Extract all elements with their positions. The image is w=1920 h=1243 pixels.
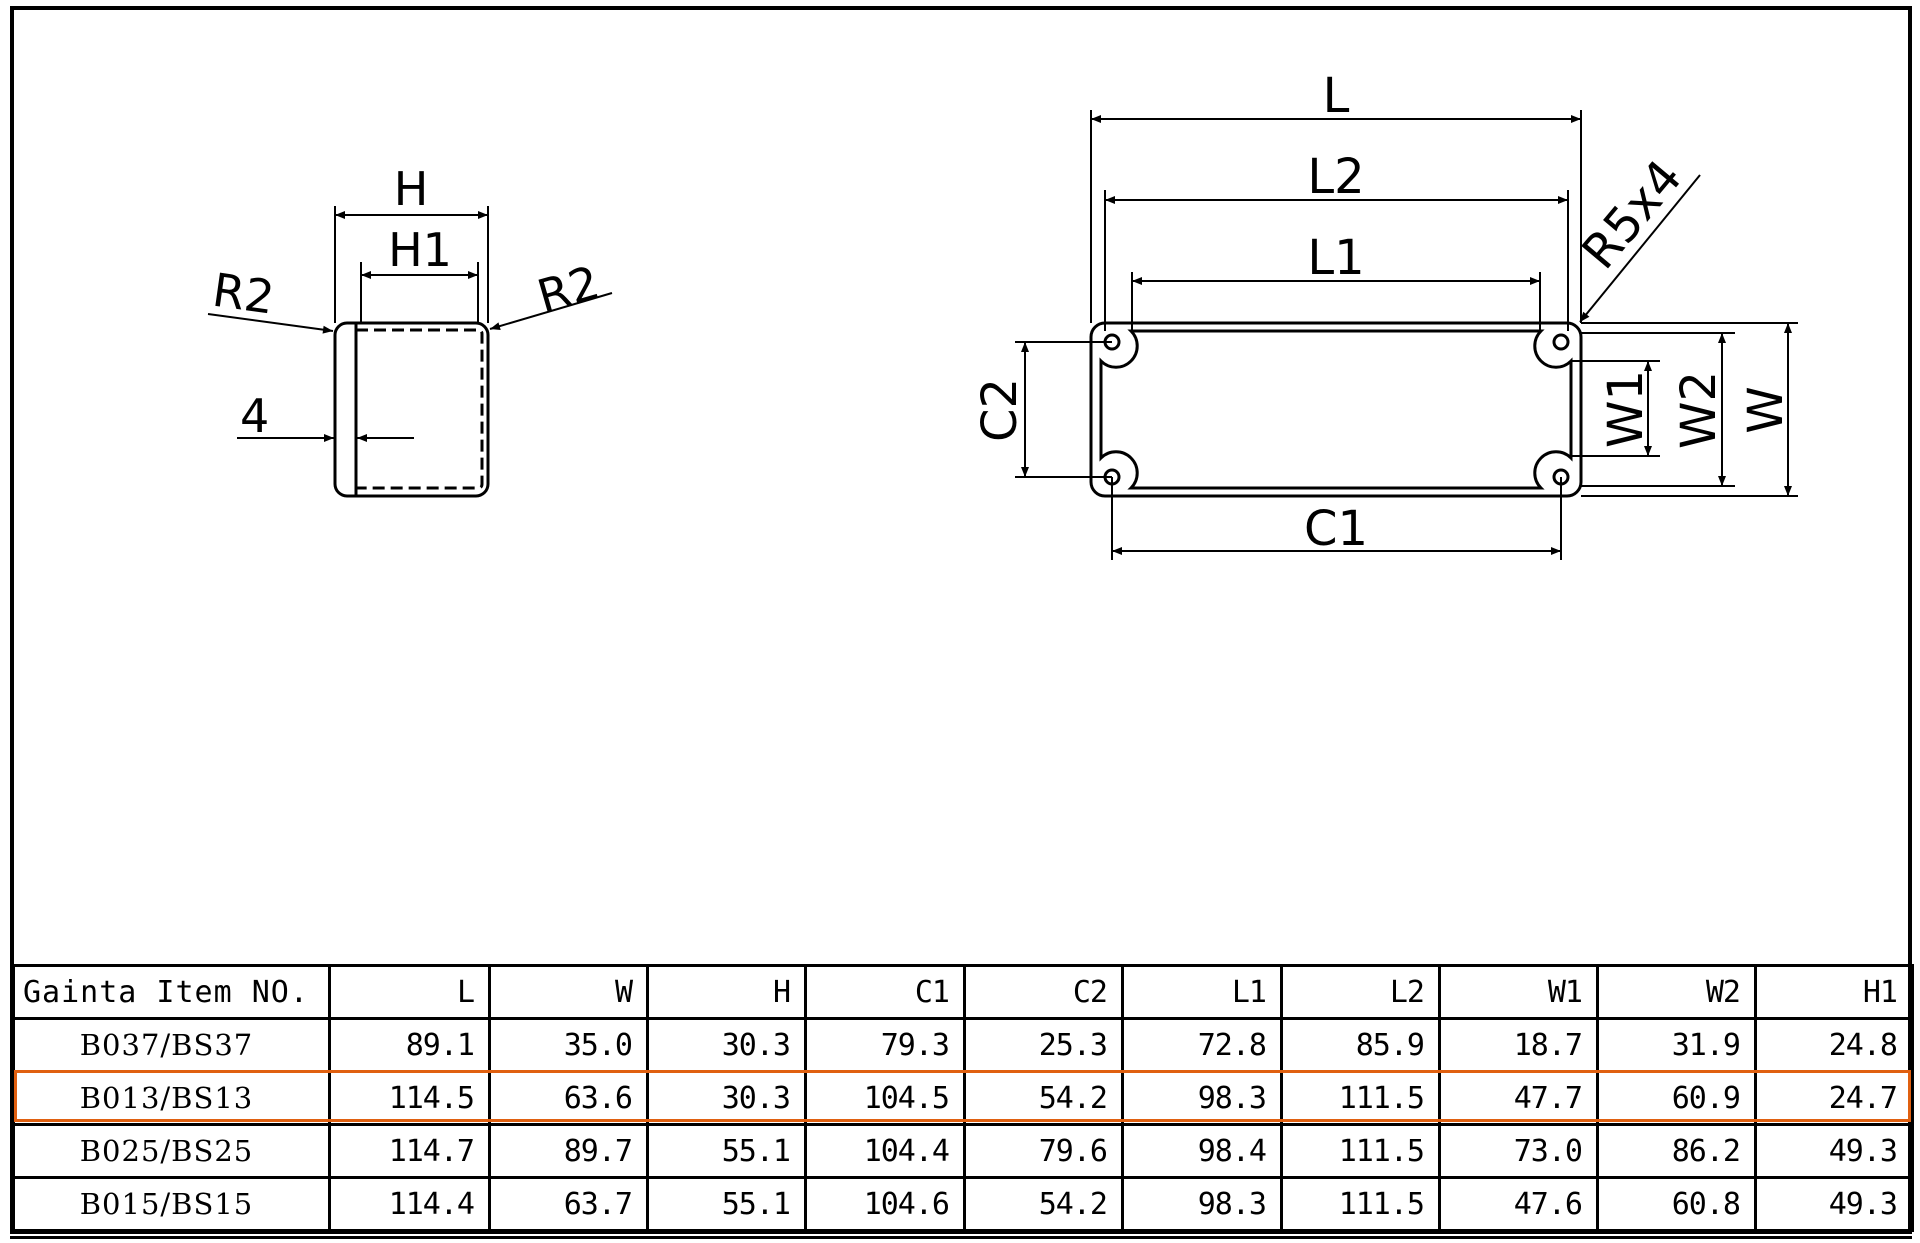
cell-C1: 104.5 — [804, 1070, 966, 1126]
header-C2: C2 — [963, 964, 1124, 1020]
header-C1: C1 — [804, 964, 966, 1020]
cell-item-no: B015/BS15 — [12, 1176, 331, 1232]
side-view-inner-dashed — [356, 328, 484, 490]
table-header-row: Gainta Item NO. L W H C1 C2 L1 L2 W1 W2 … — [12, 964, 1914, 1020]
header-item-no: Gainta Item NO. — [12, 964, 331, 1020]
header-W2: W2 — [1596, 964, 1757, 1020]
cell-L1: 72.8 — [1121, 1017, 1283, 1073]
cell-W: 63.7 — [488, 1176, 649, 1232]
cell-W1: 47.7 — [1438, 1070, 1599, 1126]
R2-right-leader — [489, 292, 613, 331]
cell-W2: 86.2 — [1596, 1123, 1757, 1179]
cell-H: 55.1 — [646, 1123, 807, 1179]
label-R2-right: R2 — [532, 255, 606, 324]
label-L: L — [1323, 68, 1350, 124]
cell-L2: 111.5 — [1280, 1070, 1441, 1126]
label-R5x4: R5x4 — [1571, 150, 1693, 280]
cell-H1: 49.3 — [1754, 1123, 1914, 1179]
cell-item-no: B025/BS25 — [12, 1123, 331, 1179]
cell-C1: 104.4 — [804, 1123, 966, 1179]
cell-L: 114.4 — [328, 1176, 491, 1232]
top-view-outer — [1089, 321, 1583, 498]
cell-C2: 25.3 — [963, 1017, 1124, 1073]
cell-L2: 85.9 — [1280, 1017, 1441, 1073]
header-H: H — [646, 964, 807, 1020]
label-W1: W1 — [1598, 370, 1654, 448]
cell-C1: 104.6 — [804, 1176, 966, 1232]
cell-L2: 111.5 — [1280, 1123, 1441, 1179]
R2-left-leader — [207, 313, 334, 334]
technical-drawing: H H1 R2 R2 4 — [207, 68, 1798, 560]
cell-W1: 73.0 — [1438, 1123, 1599, 1179]
cell-H1: 24.8 — [1754, 1017, 1914, 1073]
cell-W: 35.0 — [488, 1017, 649, 1073]
table-row-highlighted: B013/BS13 114.5 63.6 30.3 104.5 54.2 98.… — [12, 1070, 1914, 1126]
cell-H: 55.1 — [646, 1176, 807, 1232]
label-L1: L1 — [1307, 230, 1364, 286]
cell-W: 63.6 — [488, 1070, 649, 1126]
bottom-rule — [10, 1236, 1912, 1239]
cell-L1: 98.4 — [1121, 1123, 1283, 1179]
label-C2: C2 — [972, 378, 1028, 442]
cell-W2: 31.9 — [1596, 1017, 1757, 1073]
header-W1: W1 — [1438, 964, 1599, 1020]
header-L2: L2 — [1280, 964, 1441, 1020]
cell-C2: 79.6 — [963, 1123, 1124, 1179]
table-row: B015/BS15 114.4 63.7 55.1 104.6 54.2 98.… — [12, 1176, 1914, 1232]
cell-H: 30.3 — [646, 1017, 807, 1073]
cell-W: 89.7 — [488, 1123, 649, 1179]
cell-H1: 49.3 — [1754, 1176, 1914, 1232]
cell-C1: 79.3 — [804, 1017, 966, 1073]
cell-H: 30.3 — [646, 1070, 807, 1126]
table-row: B037/BS37 89.1 35.0 30.3 79.3 25.3 72.8 … — [12, 1017, 1914, 1073]
cell-W1: 47.6 — [1438, 1176, 1599, 1232]
cell-H1: 24.7 — [1754, 1070, 1914, 1126]
label-W2: W2 — [1671, 371, 1727, 449]
header-H1: H1 — [1754, 964, 1914, 1020]
label-W: W — [1738, 386, 1794, 433]
cell-C2: 54.2 — [963, 1070, 1124, 1126]
label-wall: 4 — [240, 389, 269, 443]
drawing-frame — [10, 6, 1912, 1234]
dimension-table: Gainta Item NO. L W H C1 C2 L1 L2 W1 W2 … — [12, 964, 1914, 1232]
label-H1: H1 — [388, 223, 452, 277]
cell-L1: 98.3 — [1121, 1176, 1283, 1232]
mount-hole-tr — [1552, 333, 1570, 351]
cell-L: 89.1 — [328, 1017, 491, 1073]
top-view-inner — [1099, 329, 1573, 490]
label-H: H — [394, 162, 429, 216]
side-view-body — [333, 321, 490, 498]
header-L: L — [328, 964, 491, 1020]
cell-L1: 98.3 — [1121, 1070, 1283, 1126]
R5x4-leader — [1579, 174, 1701, 323]
cell-item-no: B013/BS13 — [12, 1070, 331, 1126]
header-W: W — [488, 964, 649, 1020]
cell-W1: 18.7 — [1438, 1017, 1599, 1073]
cell-L2: 111.5 — [1280, 1176, 1441, 1232]
cell-item-no: B037/BS37 — [12, 1017, 331, 1073]
cell-W2: 60.8 — [1596, 1176, 1757, 1232]
label-C1: C1 — [1304, 501, 1368, 557]
label-R2-left: R2 — [209, 263, 277, 325]
cell-C2: 54.2 — [963, 1176, 1124, 1232]
side-view — [207, 206, 613, 498]
table-row: B025/BS25 114.7 89.7 55.1 104.4 79.6 98.… — [12, 1123, 1914, 1179]
top-view — [1015, 110, 1798, 560]
header-L1: L1 — [1121, 964, 1283, 1020]
cell-W2: 60.9 — [1596, 1070, 1757, 1126]
label-L2: L2 — [1307, 149, 1364, 205]
cell-L: 114.7 — [328, 1123, 491, 1179]
cell-L: 114.5 — [328, 1070, 491, 1126]
